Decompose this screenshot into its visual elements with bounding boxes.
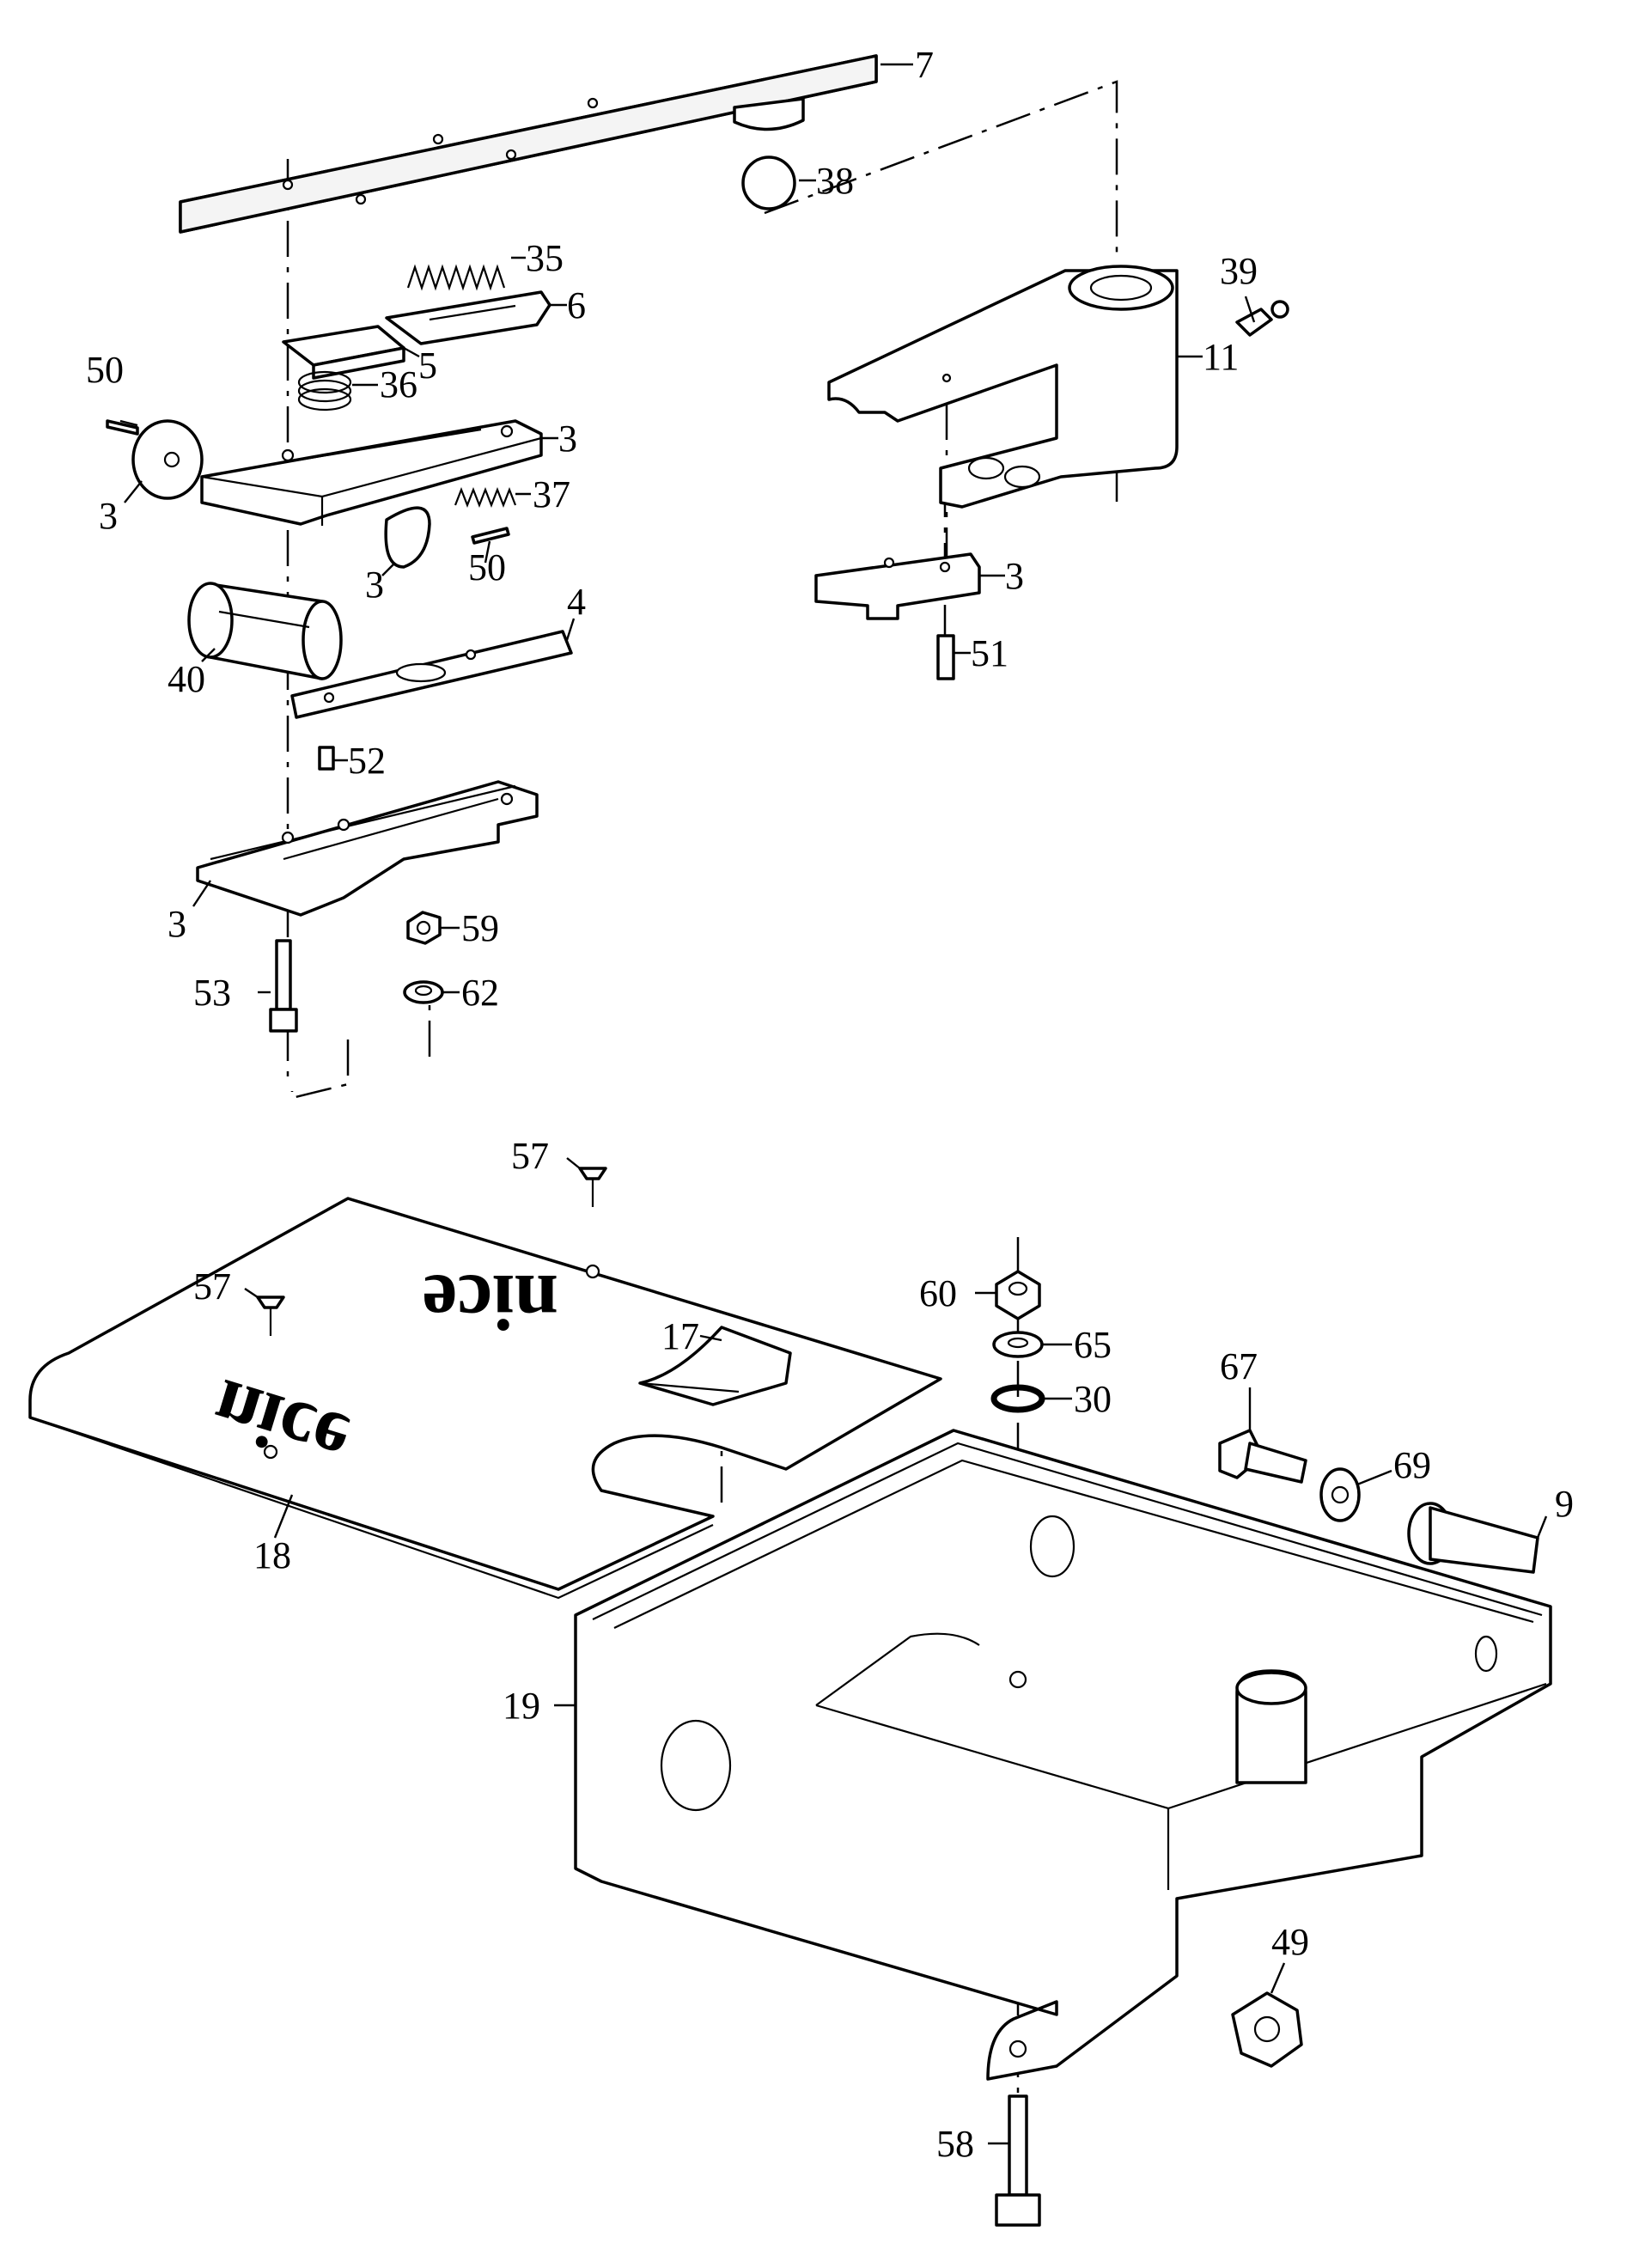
part-3-right-cam-disc (384, 506, 431, 569)
part-17-clip (638, 1326, 792, 1406)
callout-18: 18 (253, 1534, 291, 1576)
callout-5: 5 (418, 344, 437, 387)
part-58-bolt (995, 2094, 1041, 2227)
callout-57: 57 (193, 1265, 231, 1308)
part-3-lower-base-carriage (196, 780, 539, 917)
callout-69: 69 (1393, 1444, 1431, 1486)
callout-60: 60 (919, 1272, 957, 1314)
part-39-grease-nipple (1235, 300, 1289, 337)
callout-3: 3 (365, 564, 384, 606)
callout-3: 3 (1005, 555, 1024, 597)
callout-labels: 7 38 35 6 5 36 50 3 3 37 3 50 4 40 52 3 … (86, 44, 1574, 2165)
callout-52: 52 (348, 740, 386, 782)
callout-leader-lines (119, 63, 1548, 2145)
callout-7: 7 (915, 44, 934, 86)
part-57-screw-left (256, 1296, 285, 1336)
callout-37: 37 (533, 473, 570, 515)
part-3-upper-carriage (200, 419, 543, 526)
part-57-screw-top (578, 1167, 607, 1207)
part-65-washer (992, 1331, 1044, 1358)
part-40-cylinder (187, 582, 343, 680)
part-53-long-bolt (269, 939, 298, 1033)
part-59-nut (406, 911, 442, 945)
callout-49: 49 (1271, 1921, 1309, 1963)
callout-4: 4 (567, 581, 586, 623)
callout-11: 11 (1203, 336, 1239, 378)
callout-9: 9 (1555, 1483, 1574, 1525)
part-35-spring (406, 264, 506, 291)
callout-40: 40 (168, 658, 205, 700)
callout-35: 35 (526, 237, 564, 279)
callout-65: 65 (1074, 1324, 1112, 1366)
callout-38: 38 (816, 160, 854, 202)
callout-30: 30 (1074, 1378, 1112, 1420)
part-19-housing-box (574, 1429, 1552, 2081)
part-37-spring (454, 486, 517, 509)
part-36-coil-spring (297, 370, 352, 412)
part-7-arm-plate (179, 54, 878, 234)
callout-3: 3 (558, 418, 577, 460)
part-60-nut (995, 1270, 1041, 1320)
part-6-slide (385, 290, 551, 345)
callout-17: 17 (661, 1315, 699, 1357)
callout-53: 53 (193, 972, 231, 1014)
callout-19: 19 (503, 1685, 540, 1727)
callout-59: 59 (461, 907, 499, 949)
part-4-plate (290, 630, 573, 719)
logo-nice-top: nice (423, 1259, 558, 1346)
part-3-bracket-block (814, 552, 981, 620)
part-69-nut (1319, 1467, 1361, 1522)
callout-67: 67 (1220, 1345, 1258, 1387)
part-67-bolt (1218, 1429, 1307, 1484)
part-51-screw (936, 634, 955, 680)
callout-50: 50 (468, 546, 506, 588)
callout-51: 51 (971, 632, 1008, 674)
part-9-pin (1407, 1502, 1539, 1574)
callout-58: 58 (936, 2123, 974, 2165)
callout-3: 3 (168, 903, 186, 945)
part-3-left-cam-disc (131, 419, 204, 500)
part-49-nut (1231, 1991, 1303, 2068)
callout-39: 39 (1220, 250, 1258, 292)
callout-57: 57 (511, 1135, 549, 1177)
part-5-block (282, 325, 405, 380)
part-11-lever-arm (827, 265, 1179, 509)
part-62-washer (403, 980, 444, 1004)
callout-6: 6 (567, 284, 586, 326)
part-38-ball (741, 155, 796, 210)
part-50-right-screw (471, 527, 510, 545)
callout-3: 3 (99, 495, 118, 537)
part-52-small-screw (318, 746, 335, 771)
callout-50: 50 (86, 349, 124, 391)
callout-62: 62 (461, 972, 499, 1014)
callout-36: 36 (380, 363, 417, 405)
part-50-left-screw (106, 419, 139, 436)
